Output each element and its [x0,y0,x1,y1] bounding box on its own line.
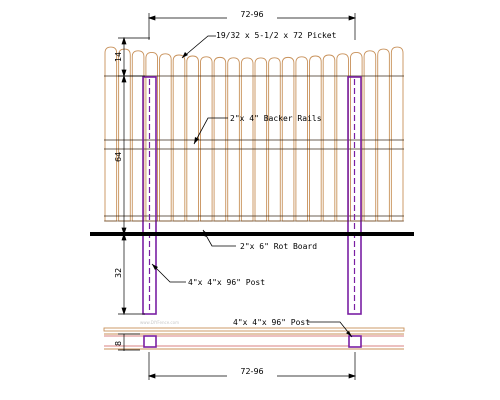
leader-rot-board-arrow [203,230,208,237]
dimension-below-grade-label: 32 [114,268,123,278]
label-picket: 19/32 x 5-1/2 x 72 Picket [216,31,337,40]
dimension-bottom-width-label: 72-96 [240,367,263,376]
picket [309,55,322,222]
dimension-plan-depth-label: 8 [114,341,123,346]
picket [118,48,131,222]
picket [200,56,213,222]
dimension-left [118,36,150,316]
label-post-plan: 4"x 4"x 96" Post [233,318,310,327]
picket [213,56,227,222]
dimension-bottom-width-bg [227,366,277,378]
picket [104,46,118,222]
picket [240,57,254,222]
label-rot-board: 2"x 6" Rot Board [240,242,317,251]
picket [268,57,281,222]
leader-picket [181,35,216,59]
dimension-top-width-bg [227,9,277,21]
backer-rails [104,75,404,217]
picket [350,51,363,222]
dimension-top-width-label: 72-96 [240,10,263,19]
post-centerlines [148,79,356,312]
label-backer-rails: 2"x 4" Backer Rails [230,114,322,123]
picket [186,55,199,222]
picket [363,50,377,222]
leader-backer-rails-arrow [194,137,199,144]
plan-post-right [348,335,362,348]
plan-post-left [143,335,157,348]
leader-picket-arrow [182,52,188,58]
picket [254,57,268,222]
posts [142,76,362,315]
picket [295,56,308,222]
leader-post-elevation-arrow [152,264,158,270]
leader-backer-rails [193,117,228,145]
picket [227,57,240,222]
leader-post-plan [308,321,353,338]
plan-view [103,327,405,350]
picket [159,53,172,222]
leader-post-plan-arrow [346,331,352,337]
picket [172,54,186,222]
picket [390,46,404,222]
picket [377,48,390,222]
picket [281,56,295,222]
plan-pickets [103,327,405,332]
leader-post-elevation [151,263,186,283]
picket [131,50,145,222]
dimension-plan-depth [118,333,140,351]
post-left [142,76,157,315]
picket [145,51,158,222]
post-right [347,76,362,315]
picket [336,53,349,222]
dimension-picket-top-label: 14 [114,52,123,62]
watermark: www.DIYFence.com [140,320,179,325]
pickets [104,46,404,222]
picket [322,54,336,222]
dimension-panel-height-label: 64 [114,152,123,162]
label-post-elevation: 4"x 4"x 96" Post [188,278,265,287]
